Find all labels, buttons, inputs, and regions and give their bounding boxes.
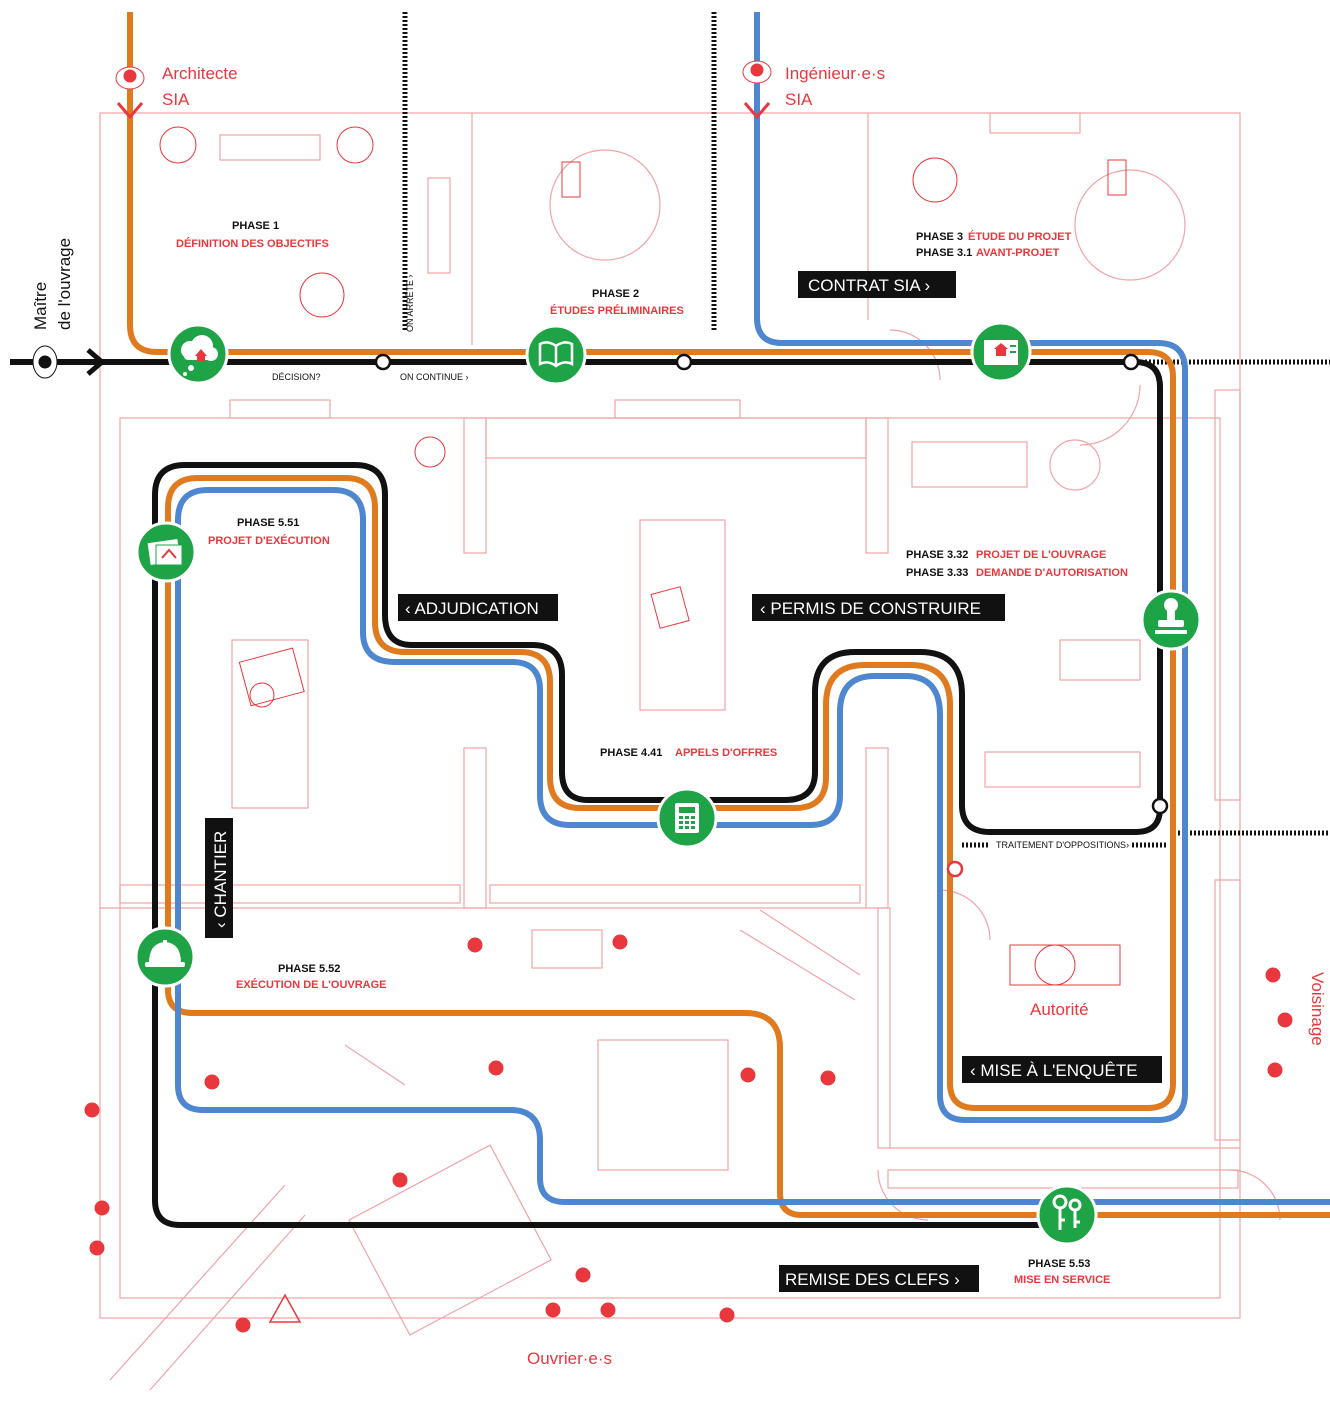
station-blueprint <box>970 321 1032 383</box>
exit-tracks <box>402 12 1330 848</box>
on-continue-label: ON CONTINUE › <box>400 372 469 382</box>
svg-text:‹ MISE À L'ENQUÊTE: ‹ MISE À L'ENQUÊTE <box>970 1061 1138 1080</box>
banner-contrat: CONTRAT SIA › <box>798 271 956 298</box>
phase552-num: PHASE 5.52 <box>278 963 340 975</box>
station-idea <box>167 323 229 385</box>
owner-arrow <box>86 348 106 376</box>
owner-person-icon <box>32 345 58 379</box>
phase1-num: PHASE 1 <box>232 220 279 232</box>
engineers-line <box>175 12 1330 1205</box>
banner-clefs: REMISE DES CLEFS › <box>779 1265 979 1292</box>
owner-line <box>10 359 1163 1228</box>
drawings-icon <box>147 539 183 566</box>
phase31-name: AVANT-PROJET <box>976 247 1060 259</box>
engineer-person-icon <box>742 60 772 84</box>
phase2-name: ÉTUDES PRÉLIMINAIRES <box>550 304 684 317</box>
svg-text:CONTRAT SIA ›: CONTRAT SIA › <box>808 276 930 295</box>
phase441-name: APPELS D'OFFRES <box>675 747 777 759</box>
phase551-num: PHASE 5.51 <box>237 517 299 529</box>
banner-permis: ‹ PERMIS DE CONSTRUIRE <box>752 594 1005 621</box>
people <box>32 60 1293 1333</box>
phase3-num: PHASE 3 <box>916 231 963 243</box>
station-hardhat <box>134 926 196 988</box>
warning-sign-icon <box>268 1293 302 1323</box>
phase3-name: ÉTUDE DU PROJET <box>968 230 1072 243</box>
neighbours-label: Voisinage <box>1308 972 1327 1046</box>
banner-enquete: ‹ MISE À L'ENQUÊTE <box>962 1056 1162 1083</box>
decision-label: DÉCISION? <box>272 372 321 382</box>
stamp-icon <box>1155 598 1187 634</box>
station-calculator <box>656 787 718 849</box>
phase2-num: PHASE 2 <box>592 288 639 300</box>
engineer-arrow-icon <box>743 102 771 120</box>
furniture-accents <box>159 126 1127 986</box>
workers-label: Ouvrier·e·s <box>527 1349 612 1368</box>
engineers-label-1: Ingénieur·e·s <box>785 64 885 83</box>
authority-label: Autorité <box>1030 1000 1089 1019</box>
svg-text:‹ PERMIS DE CONSTRUIRE: ‹ PERMIS DE CONSTRUIRE <box>760 599 981 618</box>
owner-label-2: de l'ouvrage <box>55 238 74 330</box>
phase333-num: PHASE 3.33 <box>906 567 968 579</box>
phase552-name: EXÉCUTION DE L'OUVRAGE <box>236 978 387 991</box>
phase1-name: DÉFINITION DES OBJECTIFS <box>176 237 329 250</box>
phase551-name: PROJET D'EXÉCUTION <box>208 534 330 547</box>
hardhat-icon <box>145 940 185 967</box>
phase332-num: PHASE 3.32 <box>906 549 968 561</box>
station-drawings <box>135 521 197 583</box>
traitement-label: TRAITEMENT D'OPPOSITIONS› <box>996 840 1129 850</box>
station-stamp <box>1140 589 1202 651</box>
phase332-name: PROJET DE L'OUVRAGE <box>976 549 1106 561</box>
banner-chantier: ‹ CHANTIER <box>205 818 233 938</box>
keys-icon <box>1052 1194 1082 1230</box>
phase553-num: PHASE 5.53 <box>1028 1258 1090 1270</box>
owner-label-1: Maître <box>31 282 50 330</box>
phase441-num: PHASE 4.41 <box>600 747 662 759</box>
svg-text:‹ ADJUDICATION: ‹ ADJUDICATION <box>405 599 539 618</box>
svg-text:REMISE DES CLEFS ›: REMISE DES CLEFS › <box>785 1270 960 1289</box>
phase31-num: PHASE 3.1 <box>916 247 972 259</box>
engineers-label-2: SIA <box>785 90 813 109</box>
calculator-icon <box>675 803 699 833</box>
on-arrete-label: ON ARRÊTE › <box>405 274 415 332</box>
architect-label-1: Architecte <box>162 64 238 83</box>
station-keys <box>1036 1184 1098 1246</box>
book-icon <box>538 341 574 368</box>
architect-line <box>127 12 1330 1218</box>
architect-person-icon <box>115 66 145 90</box>
svg-text:‹ CHANTIER: ‹ CHANTIER <box>211 831 230 928</box>
idea-cloud-icon <box>181 335 218 376</box>
architect-arrow-icon <box>116 102 144 120</box>
station-book <box>525 324 587 386</box>
floor-plan <box>99 112 1281 1391</box>
architect-label-2: SIA <box>162 90 190 109</box>
banner-adjudication: ‹ ADJUDICATION <box>398 594 558 621</box>
phase333-name: DEMANDE D'AUTORISATION <box>976 567 1128 579</box>
blueprint-icon <box>984 340 1018 365</box>
junction-nodes <box>374 353 1169 878</box>
phase553-name: MISE EN SERVICE <box>1014 1274 1110 1286</box>
